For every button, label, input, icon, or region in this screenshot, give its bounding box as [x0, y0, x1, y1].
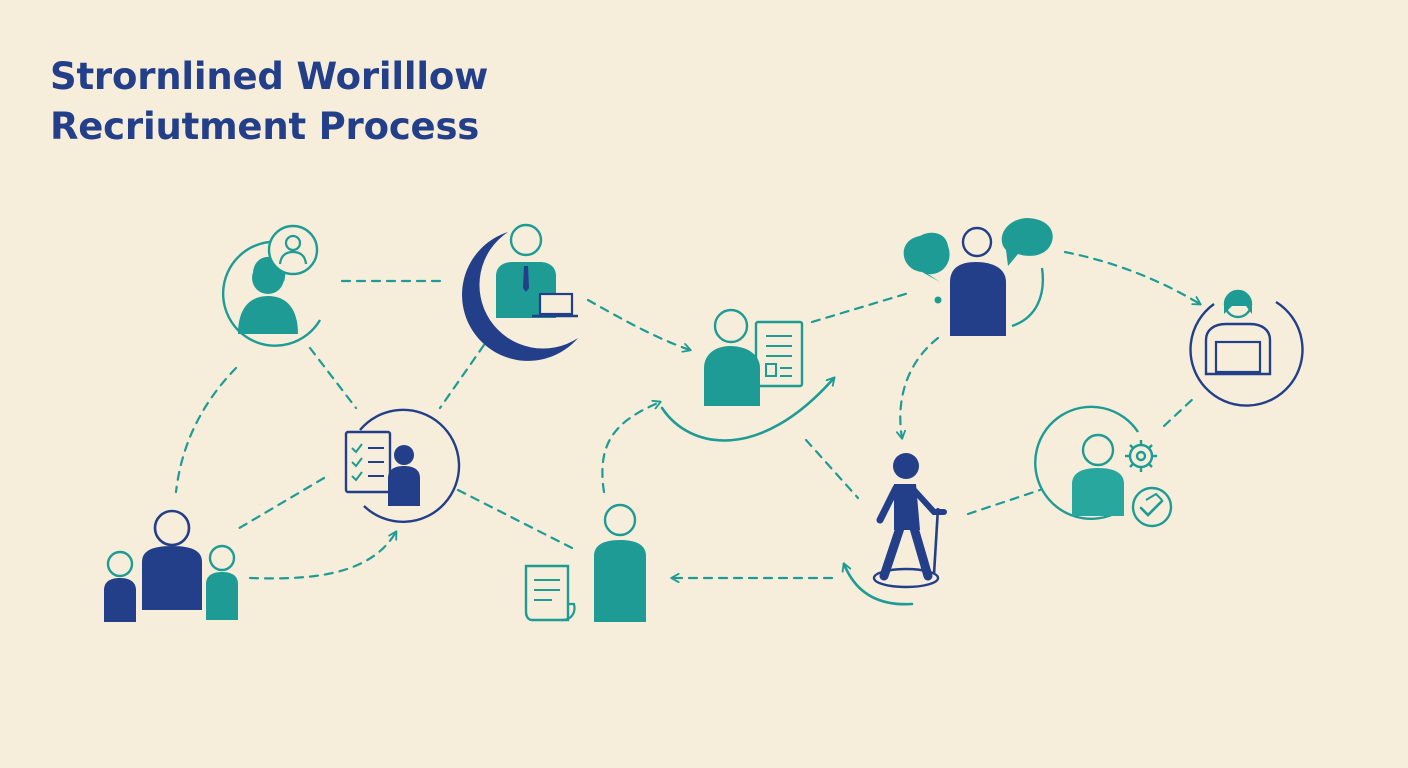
- gear-icon: [1125, 440, 1157, 472]
- hired-node: [1189, 289, 1304, 407]
- connector-group-to-checklist: [248, 532, 396, 580]
- connector-woman-to-checklist: [308, 346, 358, 410]
- candidate-resume-icon: [704, 308, 804, 406]
- document-applicant-icon: [524, 503, 646, 622]
- swoosh-arrows: [660, 378, 914, 606]
- checklist-screening-icon: [344, 430, 420, 506]
- page-title: Strornlined Worilllow Recriutment Proces…: [50, 52, 488, 152]
- hired-employee-icon: [1204, 289, 1272, 376]
- checkmark-badge-icon: [1131, 486, 1173, 528]
- connectors: [174, 250, 1200, 580]
- swoosh-under-candidate: [660, 378, 834, 442]
- team-group-icon: [104, 509, 238, 622]
- walking-person-icon: [872, 453, 947, 589]
- recruiter-node: [462, 223, 578, 361]
- onboarding-node: [1034, 405, 1173, 528]
- connector-interview-to-hired: [1063, 250, 1200, 304]
- title-line-1: Strornlined Worilllow: [50, 55, 489, 98]
- connector-woman-to-group: [174, 366, 238, 494]
- connector-walker-to-onboarding: [966, 488, 1042, 516]
- connector-recruiter-to-candidate: [586, 298, 690, 350]
- recruiter-laptop-icon: [496, 223, 578, 318]
- connector-candidate-to-interview: [810, 290, 914, 324]
- connector-candidate-to-walker: [804, 438, 860, 500]
- woman-profile-icon: [238, 256, 298, 334]
- checklist-node: [344, 408, 461, 524]
- connector-interview-to-walker: [900, 336, 940, 438]
- onboarding-settings-icon: [1072, 433, 1124, 516]
- interview-chat-icon: [903, 218, 1053, 336]
- applicant-node: [524, 503, 646, 622]
- woman-profile-node: [221, 224, 322, 347]
- team-group-node: [104, 509, 238, 622]
- connector-applicant-to-candidate: [601, 402, 660, 494]
- person-profile-icon: [267, 224, 319, 276]
- candidate-resume-node: [704, 308, 804, 406]
- connector-checklist-to-group: [234, 476, 326, 532]
- connector-recruiter-to-checklist: [438, 343, 486, 410]
- connector-onboarding-to-hired: [1162, 394, 1198, 428]
- walker-node: [872, 453, 947, 589]
- connector-checklist-to-applicant: [456, 488, 574, 550]
- swoosh-under-walker: [844, 564, 914, 606]
- interview-node: [903, 218, 1053, 336]
- title-line-2: Recriutment Process: [50, 105, 480, 148]
